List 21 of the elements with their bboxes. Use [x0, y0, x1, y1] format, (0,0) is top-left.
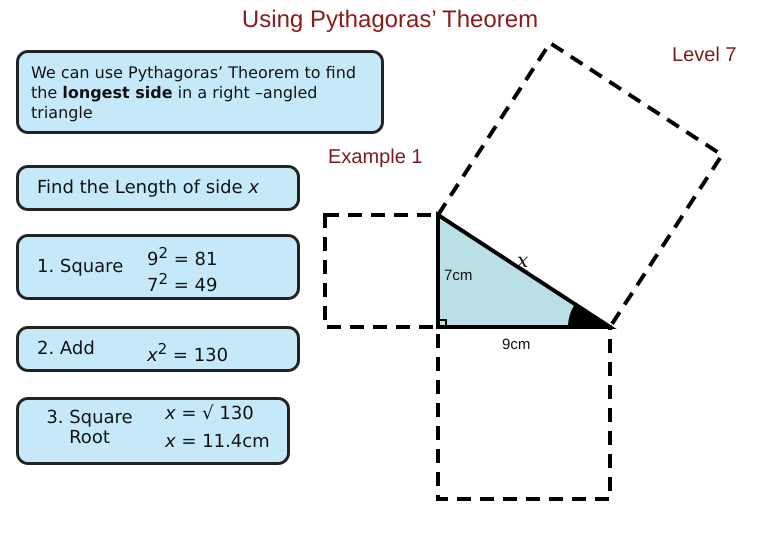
step-text: Find the Length of side x	[37, 178, 259, 198]
equation-text: x = √ 130	[165, 404, 254, 424]
equation-text: x = 11.4cm	[165, 432, 270, 452]
dimension-label: 7cm	[444, 267, 472, 284]
example-heading: Example 1	[328, 146, 422, 169]
text-box	[16, 50, 384, 134]
text-box	[16, 165, 300, 211]
title: Using Pythagoras’ Theorem	[240, 6, 540, 34]
note-text: We can use Pythagoras’ Theorem to find the longest side in a right –angled triangle	[31, 63, 358, 123]
step-text: 3. Square Root	[45, 408, 134, 448]
equation-text: x$^{2}$ = 130	[147, 339, 228, 366]
step-text: 1. Square	[37, 257, 124, 277]
side-label: x	[517, 248, 528, 272]
text-box	[16, 234, 300, 300]
level-label: Level 7	[672, 44, 736, 67]
text-box	[16, 326, 300, 372]
text-box	[16, 397, 290, 465]
equation-text: 7$^{2}$ = 49	[147, 269, 218, 296]
equation-text: 9$^{2}$ = 81	[147, 243, 218, 270]
step-text: 2. Add	[37, 339, 95, 359]
dimension-label: 9cm	[502, 336, 530, 353]
